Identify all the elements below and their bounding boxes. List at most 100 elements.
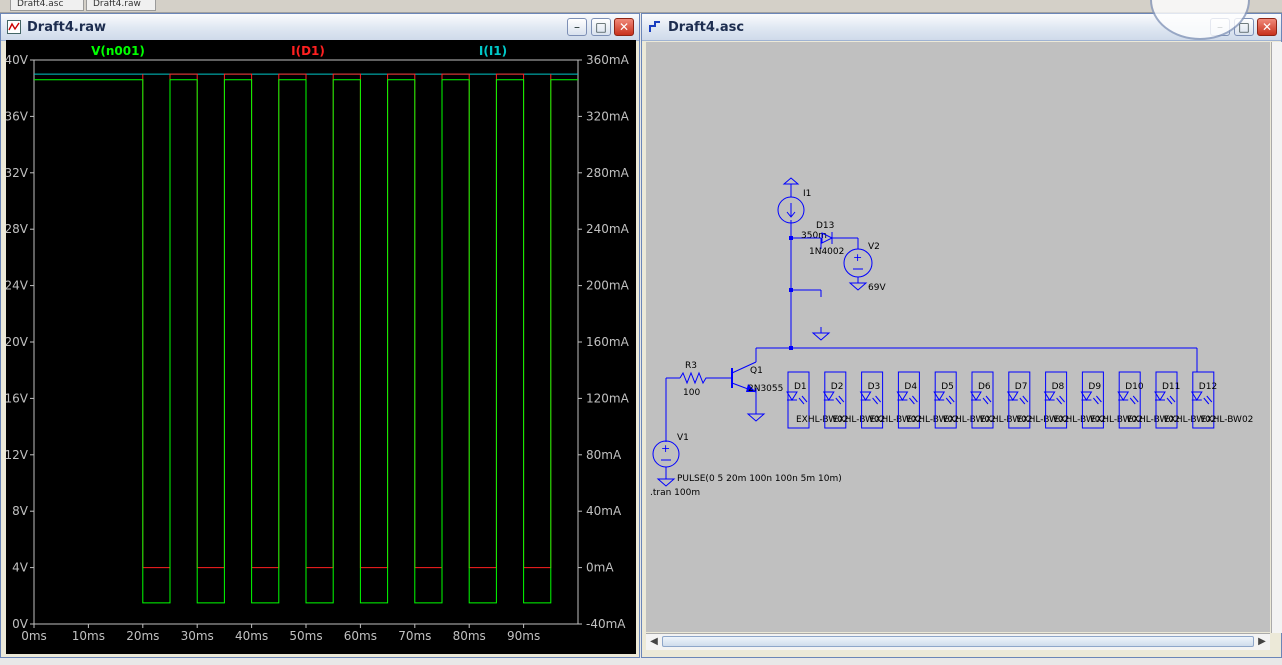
left-axis-label: 0V bbox=[12, 617, 29, 631]
x-axis-label: 70ms bbox=[398, 629, 431, 643]
maximize-button[interactable]: □ bbox=[591, 18, 611, 36]
schematic-canvas[interactable]: I1 350m D13 1N4002 + V2 69V bbox=[646, 42, 1270, 632]
led-emission-arrow bbox=[1096, 395, 1102, 403]
led-d11-symbol[interactable] bbox=[1154, 391, 1166, 401]
trace-legend-vn001[interactable]: V(n001) bbox=[91, 44, 145, 58]
close-button[interactable]: ✕ bbox=[614, 18, 634, 36]
resistor-r3[interactable]: R3 100 bbox=[679, 361, 732, 398]
led-d9-symbol[interactable] bbox=[1080, 391, 1093, 401]
v2-value: 69V bbox=[868, 283, 886, 293]
led-emission-arrow bbox=[1022, 395, 1029, 403]
led-model-label: EXHL-BW02 bbox=[1017, 415, 1070, 425]
right-axis-label: 80mA bbox=[586, 448, 622, 462]
waveform-titlebar[interactable]: Draft4.raw – □ ✕ bbox=[1, 14, 639, 41]
transistor-q1[interactable]: Q1 2N3055 bbox=[731, 361, 783, 422]
led-label-d5: D5 bbox=[941, 382, 954, 392]
led-d10-symbol[interactable] bbox=[1117, 391, 1130, 401]
x-axis-label: 0ms bbox=[21, 629, 47, 643]
window-title: Draft4.asc bbox=[668, 20, 745, 35]
led-d8-symbol[interactable] bbox=[1043, 391, 1056, 401]
right-axis-label: 40mA bbox=[586, 504, 622, 518]
right-axis-label: 0mA bbox=[586, 561, 614, 575]
led-d6-symbol[interactable] bbox=[970, 391, 982, 401]
led-emission-arrow bbox=[1166, 397, 1173, 405]
current-source-i1[interactable]: I1 350m bbox=[777, 177, 827, 241]
trace-legend-ii1[interactable]: I(I1) bbox=[479, 44, 507, 58]
x-axis-label: 80ms bbox=[453, 629, 486, 643]
left-axis-label: 24V bbox=[6, 279, 29, 293]
r3-label: R3 bbox=[685, 361, 697, 371]
voltage-source-v1[interactable]: + V1 PULSE(0 5 20m 100n 100n 5m 10m) .tr… bbox=[650, 433, 842, 498]
tab-waveform[interactable]: Draft4.raw bbox=[86, 0, 156, 11]
q1-label: Q1 bbox=[750, 366, 763, 376]
led-label-d12: D12 bbox=[1199, 382, 1217, 392]
scroll-left-icon[interactable]: ◀ bbox=[650, 636, 658, 647]
led-d7-symbol[interactable] bbox=[1006, 391, 1019, 401]
led-model-label: EXHL-BW02 bbox=[1127, 415, 1180, 425]
led-label-d8: D8 bbox=[1052, 382, 1065, 392]
right-axis-label: 240mA bbox=[586, 222, 630, 236]
trace-legend-id1[interactable]: I(D1) bbox=[291, 44, 325, 58]
led-emission-arrow bbox=[1056, 397, 1062, 405]
right-axis-label: 320mA bbox=[586, 109, 630, 123]
led-emission-arrow bbox=[801, 395, 808, 403]
led-label-d11: D11 bbox=[1162, 382, 1180, 392]
scroll-right-icon[interactable]: ▶ bbox=[1258, 636, 1266, 647]
led-emission-arrow bbox=[872, 397, 878, 405]
led-emission-arrow bbox=[1129, 397, 1136, 405]
vertical-scrollbar[interactable] bbox=[1271, 42, 1282, 633]
left-axis-label: 4V bbox=[12, 561, 29, 575]
svg-text:+: + bbox=[661, 442, 670, 455]
led-d3-symbol[interactable] bbox=[859, 391, 872, 401]
led-label-d1: D1 bbox=[794, 382, 807, 392]
horizontal-scrollbar[interactable]: ◀ ▶ bbox=[646, 633, 1270, 650]
i1-label: I1 bbox=[803, 189, 811, 199]
v2-label: V2 bbox=[868, 242, 880, 252]
waveform-app-icon bbox=[7, 20, 21, 34]
led-model-label: EXHL-BW02 bbox=[1090, 415, 1143, 425]
led-emission-arrow bbox=[1059, 395, 1065, 403]
led-label-d6: D6 bbox=[978, 382, 991, 392]
led-emission-arrow bbox=[985, 395, 992, 403]
led-model-label: EXHL-BW02 bbox=[906, 415, 959, 425]
left-axis-label: 32V bbox=[6, 166, 29, 180]
left-axis-label: 12V bbox=[6, 448, 29, 462]
led-emission-arrow bbox=[1203, 397, 1210, 405]
led-emission-arrow bbox=[1206, 395, 1213, 403]
v1-label: V1 bbox=[677, 433, 689, 443]
led-label-d9: D9 bbox=[1088, 382, 1101, 392]
tab-schematic[interactable]: Draft4.asc bbox=[10, 0, 84, 11]
d13-model: 1N4002 bbox=[809, 247, 844, 257]
voltage-source-v2[interactable]: + V2 69V bbox=[843, 242, 886, 293]
led-model-label: EXHL-BW02 bbox=[1054, 415, 1107, 425]
led-label-d10: D10 bbox=[1125, 382, 1144, 392]
minimize-button[interactable]: – bbox=[567, 18, 587, 36]
led-d2-symbol[interactable] bbox=[822, 391, 835, 401]
v1-value: PULSE(0 5 20m 100n 100n 5m 10m) bbox=[677, 474, 842, 484]
close-button[interactable]: ✕ bbox=[1257, 18, 1277, 36]
x-axis-label: 10ms bbox=[72, 629, 105, 643]
window-title: Draft4.raw bbox=[27, 20, 107, 35]
led-d5-symbol[interactable] bbox=[933, 391, 946, 401]
x-axis-label: 20ms bbox=[126, 629, 159, 643]
led-model-label: EXHL-BW02 bbox=[796, 415, 849, 425]
led-emission-arrow bbox=[982, 397, 989, 405]
led-emission-arrow bbox=[1019, 397, 1026, 405]
series-id1[interactable] bbox=[142, 73, 552, 569]
series-vn001[interactable] bbox=[34, 79, 578, 604]
led-d1-symbol[interactable] bbox=[786, 391, 798, 401]
mdi-tab-strip: Draft4.asc Draft4.raw bbox=[0, 0, 1282, 13]
led-d4-symbol[interactable] bbox=[896, 391, 909, 401]
led-d12-symbol[interactable] bbox=[1190, 391, 1203, 401]
scroll-thumb[interactable] bbox=[662, 636, 1254, 647]
led-emission-arrow bbox=[912, 395, 918, 403]
led-model-label: EXHL-BW02 bbox=[870, 415, 923, 425]
led-model-label: EXHL-BW02 bbox=[1201, 415, 1254, 425]
led-label-d3: D3 bbox=[868, 382, 881, 392]
led-model-label: EXHL-BW02 bbox=[833, 415, 886, 425]
diode-d13[interactable]: D13 1N4002 bbox=[806, 221, 859, 257]
wires bbox=[665, 220, 1198, 442]
schematic-drawing[interactable]: I1 350m D13 1N4002 + V2 69V bbox=[646, 42, 1270, 632]
